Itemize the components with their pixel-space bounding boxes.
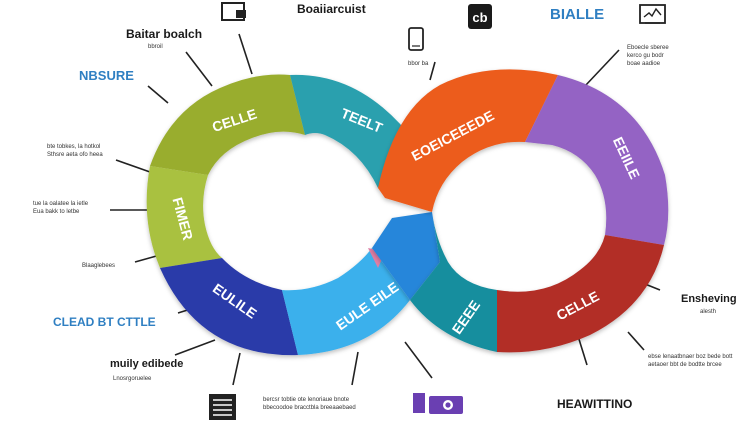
camera-device-icon: [413, 393, 463, 414]
label-headwittino: HEAWITTINO: [557, 397, 633, 411]
label-left-3: Blaaglebees: [82, 263, 116, 269]
cd-app-icon: cb: [468, 4, 492, 29]
segment-navy: [160, 258, 298, 356]
label-phone-caption: bbor ba: [408, 61, 429, 67]
label-top-center-title: Boaiiarcuist: [297, 2, 366, 16]
segment-mid-blue: [372, 212, 440, 300]
label-ensheving: Ensheving: [681, 293, 737, 305]
segment-orange: [378, 69, 558, 212]
label-left-1: bte tobkes, la hotkol Sthsre aeta ofo he…: [47, 144, 103, 158]
monitor-icon: [221, 2, 246, 21]
label-right-lines: Eboecle sberee kerco gu bodr boae aadioe: [627, 45, 669, 67]
segment-deep-teal: [410, 212, 497, 352]
segment-teal: [290, 74, 412, 188]
segment-sky: [282, 248, 410, 355]
label-nbsure: NBSURE: [79, 68, 134, 83]
label-muily: muily edibede: [110, 358, 184, 370]
svg-text:cb: cb: [472, 10, 487, 25]
right-ring: [378, 69, 669, 353]
segment-crimson: [497, 235, 664, 353]
label-top-left-sub: bbroil: [148, 44, 163, 50]
connector-lines: [110, 33, 661, 386]
label-top-left-title: Baitar boalch: [126, 27, 203, 41]
segment-olive: [150, 74, 305, 175]
label-bottom-right: ebse lenaatbnaer boz bede bott aetaoer b…: [648, 354, 733, 368]
label-bialle: BIALLE: [550, 6, 605, 23]
list-document-icon: [209, 394, 236, 420]
chart-monitor-icon: [639, 4, 666, 24]
label-ensheving-sub: alesth: [700, 309, 717, 315]
segment-lime: [146, 166, 222, 268]
phone-icon: [408, 27, 424, 51]
label-left-2: tue la oalatee la ietle Eua bakk to letb…: [33, 201, 89, 215]
segment-purple: [525, 75, 669, 245]
label-bottom-center: bercsr tobtie ote lenoriaue bnote bbecoo…: [263, 397, 356, 411]
label-clead: CLEAD BT CTTLE: [53, 315, 156, 329]
label-muily-sub: Lnosrgoruelee: [113, 376, 152, 382]
left-ring: [146, 74, 412, 356]
